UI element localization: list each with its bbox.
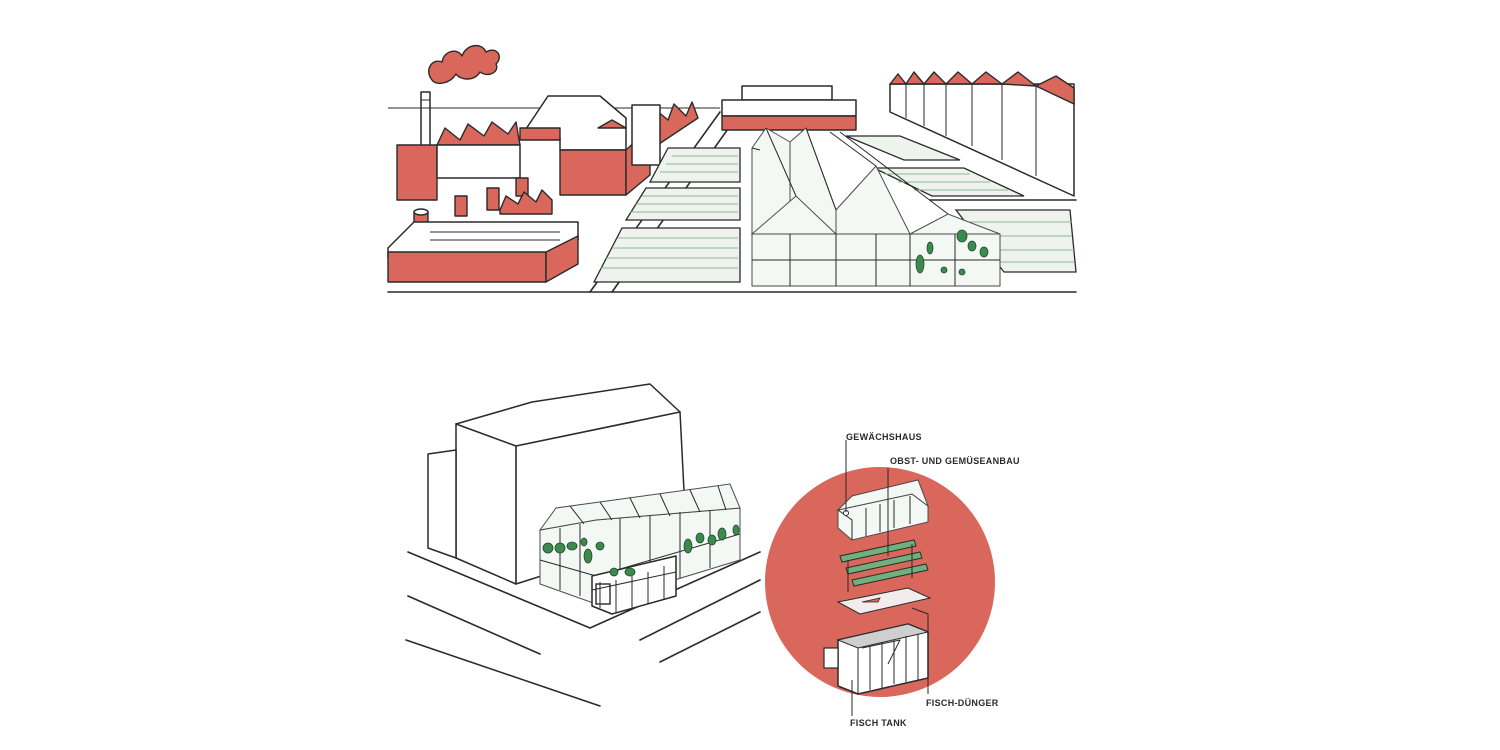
container-ribs <box>591 566 677 612</box>
street-lines <box>405 551 761 707</box>
annex-building <box>427 449 457 559</box>
field-3-furrows <box>600 237 738 269</box>
field-right-1 <box>845 135 961 161</box>
greenhouse-complex <box>750 127 1001 287</box>
sawtooth-hall-wall <box>436 144 521 179</box>
field-3 <box>592 227 741 283</box>
fish-tank-ribs <box>857 634 919 694</box>
front-block-side <box>545 235 579 283</box>
bg-building-red <box>721 115 857 131</box>
fish-tank-pipe <box>861 639 901 665</box>
module-plant-rails <box>839 539 929 592</box>
bottom-left-building-scene <box>405 383 761 707</box>
factory-left-block <box>396 144 438 201</box>
greenhouse-plants <box>542 524 740 577</box>
sawtooth-small <box>499 189 553 215</box>
row-houses <box>889 71 1075 197</box>
field-right-2-furrows <box>884 173 1008 191</box>
label-fish-tank: Fisch Tank <box>850 718 907 728</box>
module-greenhouse-roof <box>836 479 930 511</box>
label-fruit-veg: Obst- und Gemüseanbau <box>890 456 1020 466</box>
smoke-cloud <box>428 45 500 85</box>
silo-3 <box>486 187 500 211</box>
module-greenhouse-ribs <box>837 496 911 540</box>
field-1 <box>648 147 741 183</box>
label-fish-fertilizer: Fisch-Dünger <box>926 698 999 708</box>
top-scene-industrial-landscape <box>387 45 1077 293</box>
factory-tower <box>631 104 661 166</box>
silo-1-top <box>413 208 429 216</box>
diagram-circle-bg <box>765 467 995 697</box>
silo-2 <box>454 195 468 217</box>
leader-fish-fertilizer <box>911 607 929 694</box>
bg-building-top <box>741 85 833 101</box>
greenhouse-roof <box>538 483 741 531</box>
greenhouse-roof-ribs <box>569 485 727 525</box>
bg-building-mid <box>721 99 857 117</box>
field-2-furrows <box>630 195 738 213</box>
sawtooth-roof-hall <box>436 121 521 146</box>
front-block <box>387 251 547 283</box>
module-plate <box>836 587 932 615</box>
container-module <box>591 555 677 615</box>
field-right-3-furrows <box>970 221 1074 263</box>
chimney-bands <box>421 99 430 109</box>
aquaponics-diagram: Gewächshaus Obst- und Gemüseanbau Fisch-… <box>765 432 1020 728</box>
label-greenhouse: Gewächshaus <box>846 432 922 442</box>
warehouse-red-band <box>519 127 561 141</box>
small-roof-red <box>597 119 627 129</box>
plate-marker <box>861 597 881 603</box>
greenhouse-frames <box>539 510 741 596</box>
field-1-furrows <box>660 155 738 173</box>
front-block-roof-lines <box>430 231 560 241</box>
container-window <box>595 583 611 605</box>
fish-tank-door <box>823 647 839 669</box>
factory-mid-block <box>559 149 627 196</box>
tall-building-edges <box>455 411 681 585</box>
